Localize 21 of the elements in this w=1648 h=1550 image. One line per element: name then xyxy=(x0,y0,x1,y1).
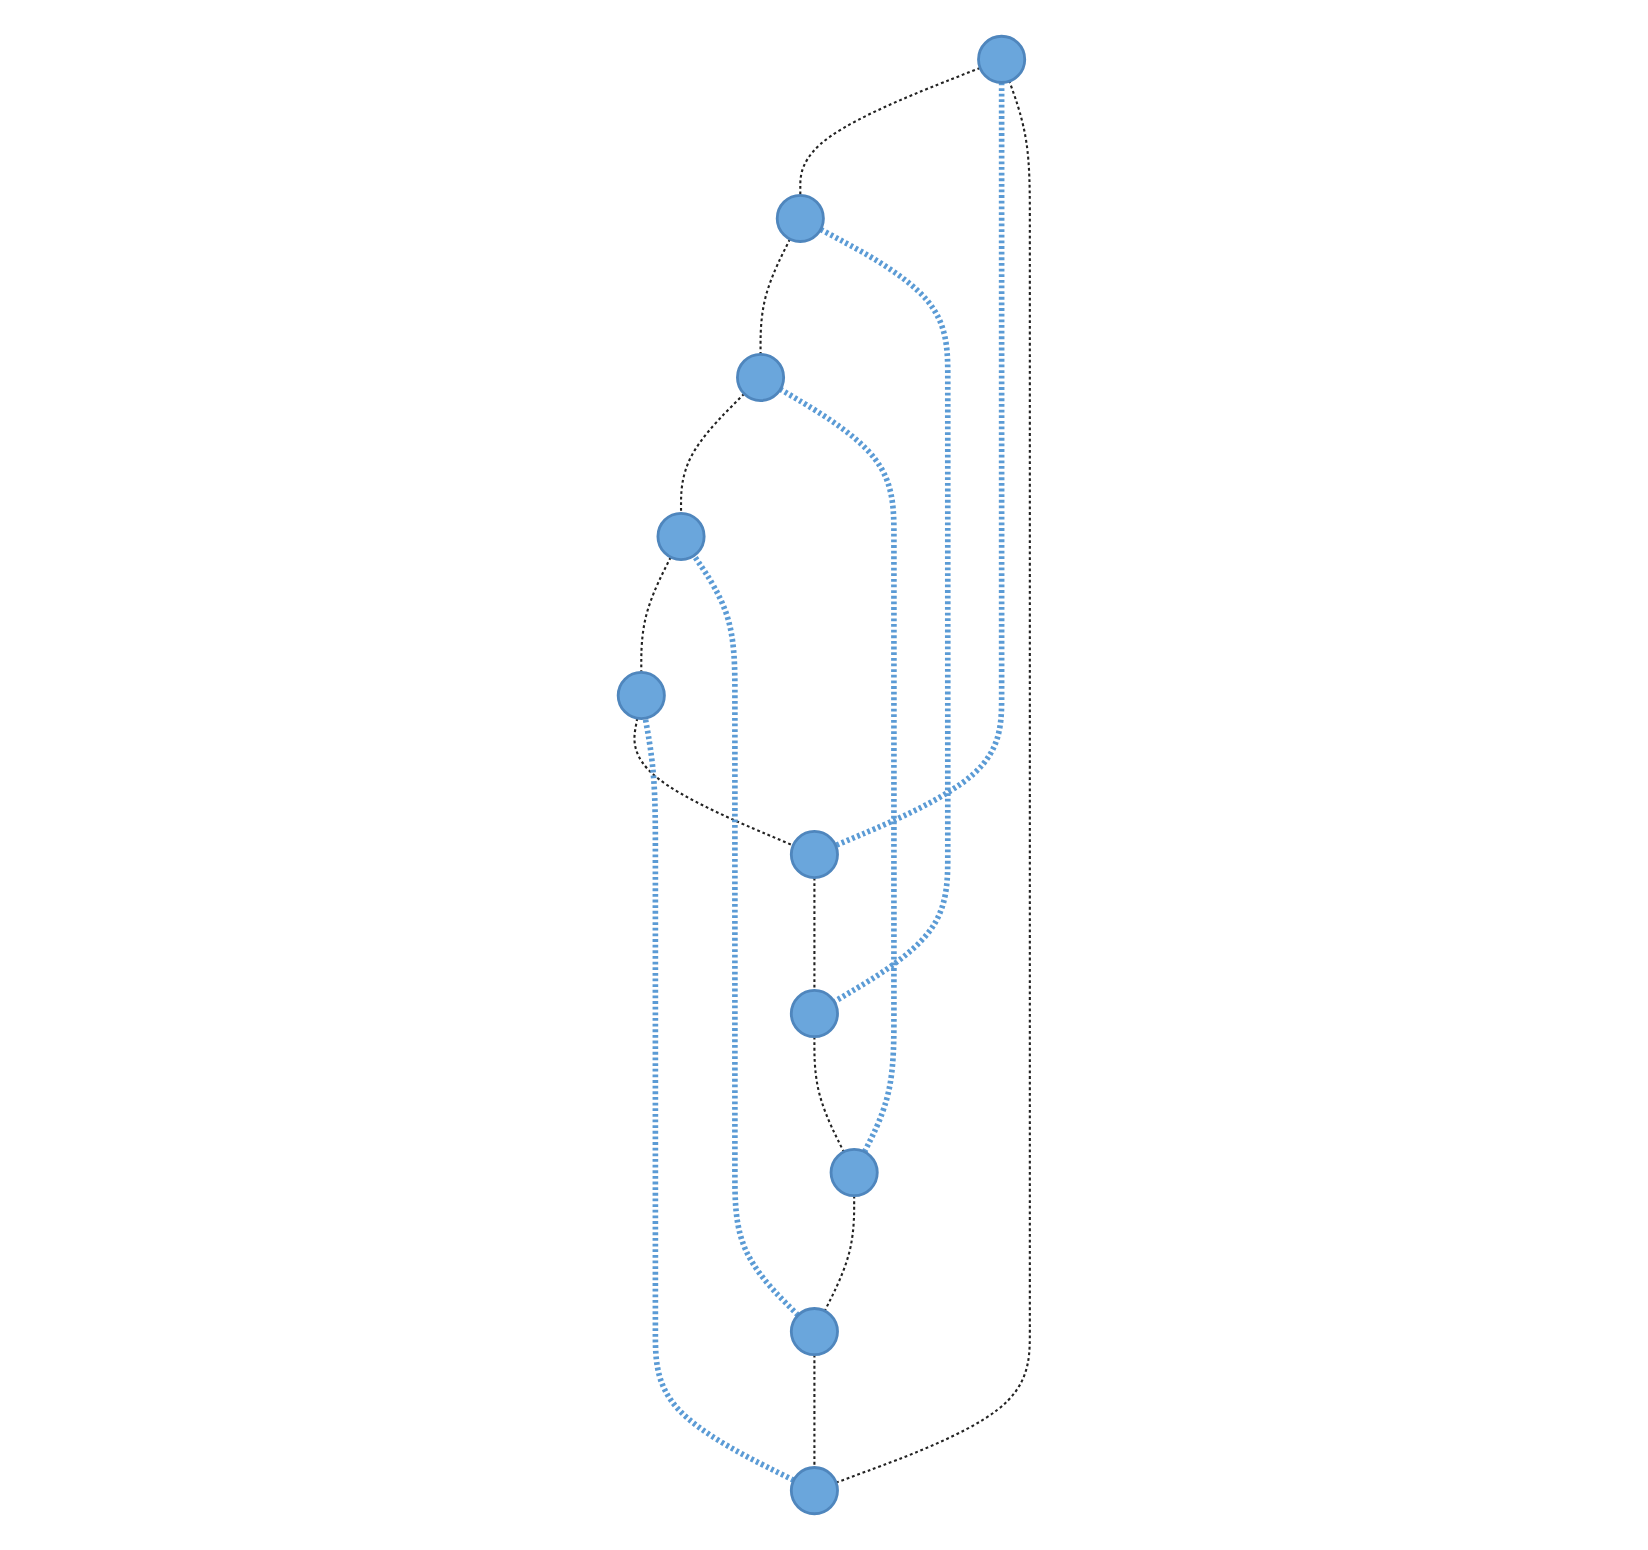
node-circle xyxy=(829,1148,879,1198)
node-circle xyxy=(775,193,825,243)
connector xyxy=(813,1354,816,1468)
node-circle xyxy=(656,511,706,561)
node-circle xyxy=(789,830,839,880)
connector xyxy=(813,877,816,991)
connector xyxy=(691,554,801,1318)
connector xyxy=(819,226,951,1005)
connector xyxy=(823,1195,856,1312)
node-circle xyxy=(616,670,666,720)
node-circle xyxy=(789,1307,839,1357)
connector xyxy=(680,393,745,514)
node-circle xyxy=(736,352,786,402)
connector xyxy=(834,82,1005,849)
connector xyxy=(642,717,795,1483)
connector xyxy=(799,66,981,196)
connector xyxy=(633,718,794,847)
node-circle xyxy=(789,989,839,1039)
connector xyxy=(813,1036,845,1153)
node-circle xyxy=(789,1466,839,1516)
node-circle xyxy=(977,34,1027,84)
